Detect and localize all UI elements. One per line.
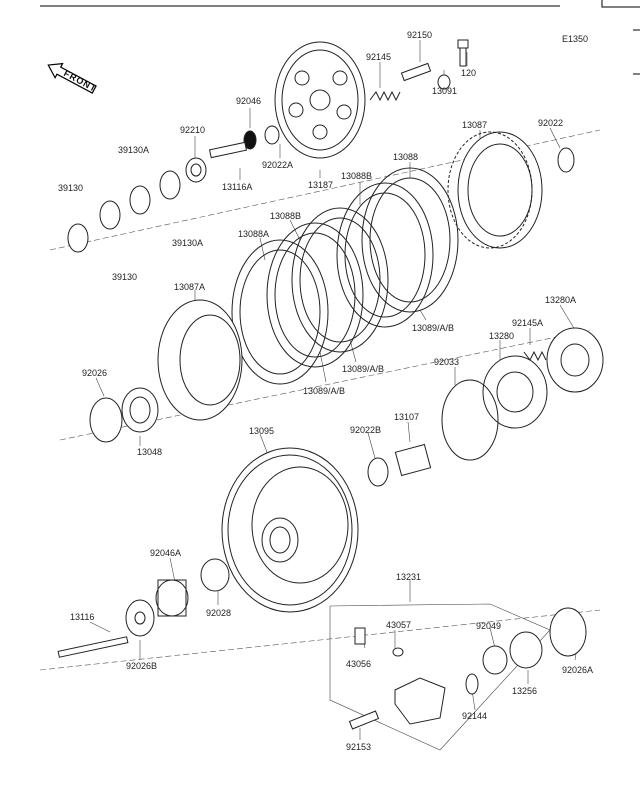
part-label-43057: 43057 bbox=[386, 620, 412, 630]
part-label-92145A: 92145A bbox=[512, 318, 544, 328]
part-label-92026B: 92026B bbox=[126, 661, 158, 671]
part-label-92153: 92153 bbox=[346, 742, 372, 752]
part-label-13088: 13088 bbox=[393, 152, 419, 162]
part-label-13088A: 13088A bbox=[238, 229, 270, 239]
part-label-13280A: 13280A bbox=[545, 295, 577, 305]
bearing-13048 bbox=[121, 387, 159, 433]
circlip-92033 bbox=[441, 379, 499, 461]
sleeve-92028 bbox=[200, 558, 230, 592]
part-label-13089AB-right: 13089/A/B bbox=[412, 323, 455, 333]
bolt-120 bbox=[457, 39, 469, 67]
leader-lines bbox=[89, 40, 581, 751]
part-label-92145: 92145 bbox=[366, 52, 392, 62]
part-label-13091: 13091 bbox=[432, 86, 458, 96]
bolt-92150 bbox=[400, 62, 432, 82]
plate-13280 bbox=[482, 355, 548, 429]
part-label-92026: 92026 bbox=[82, 368, 108, 378]
part-label-13089AB-mid: 13089/A/B bbox=[342, 364, 385, 374]
part-label-92046A: 92046A bbox=[150, 548, 182, 558]
part-label-92144: 92144 bbox=[462, 711, 488, 721]
part-label-39130-top: 39130 bbox=[58, 183, 84, 193]
part-label-13087: 13087 bbox=[462, 120, 488, 130]
part-label-92022: 92022 bbox=[538, 118, 564, 128]
part-label-92022B: 92022B bbox=[350, 425, 382, 435]
part-label-13089AB-left: 13089/A/B bbox=[303, 386, 346, 396]
part-label-120: 120 bbox=[461, 68, 477, 78]
shaft-13116 bbox=[57, 636, 129, 658]
needle-bearing-92046A bbox=[155, 579, 189, 617]
diagram-code: E1350 bbox=[562, 34, 589, 44]
part-label-13187: 13187 bbox=[308, 180, 334, 190]
part-label-92033: 92033 bbox=[434, 357, 460, 367]
pressure-plate-13187 bbox=[274, 41, 366, 159]
part-label-92028: 92028 bbox=[206, 608, 232, 618]
plate-13280A bbox=[546, 327, 604, 393]
part-label-13087A: 13087A bbox=[174, 282, 206, 292]
part-label-39130-bottom: 39130 bbox=[112, 272, 138, 282]
spring-plates-39130 bbox=[67, 170, 181, 253]
washer-92026B bbox=[125, 599, 155, 637]
part-label-13256: 13256 bbox=[512, 686, 538, 696]
part-label-92210: 92210 bbox=[180, 125, 206, 135]
frame-lines bbox=[40, 0, 640, 75]
rod-assembly bbox=[185, 125, 280, 183]
part-label-13088B-top: 13088B bbox=[341, 171, 373, 181]
part-label-39130A-bottom: 39130A bbox=[172, 238, 204, 248]
needle-bearing-13107 bbox=[394, 443, 432, 477]
part-label-92026A: 92026A bbox=[562, 665, 594, 675]
part-label-13116A: 13116A bbox=[222, 182, 253, 192]
part-label-92046: 92046 bbox=[236, 96, 262, 106]
part-label-43056: 43056 bbox=[346, 659, 372, 669]
gear-13095 bbox=[221, 447, 359, 613]
front-arrow-icon bbox=[47, 62, 97, 94]
release-assembly-13231 bbox=[348, 607, 587, 730]
spring-92145 bbox=[369, 90, 401, 102]
part-label-92022A: 92022A bbox=[262, 160, 294, 170]
washer-92022B bbox=[367, 457, 389, 487]
part-label-92150: 92150 bbox=[407, 30, 433, 40]
part-label-39130A-top: 39130A bbox=[118, 145, 150, 155]
friction-plates bbox=[231, 167, 459, 385]
washer-92026 bbox=[89, 397, 123, 443]
part-label-92049: 92049 bbox=[476, 621, 502, 631]
part-label-13107: 13107 bbox=[394, 412, 420, 422]
clutch-hub-13087 bbox=[447, 131, 543, 249]
bearing-92022 bbox=[557, 147, 575, 173]
part-label-13088B: 13088B bbox=[270, 211, 302, 221]
part-label-13095: 13095 bbox=[249, 426, 275, 436]
part-label-13048: 13048 bbox=[137, 447, 163, 457]
part-label-13280: 13280 bbox=[489, 331, 515, 341]
clutch-hub-13087A bbox=[157, 299, 243, 421]
spring-92145A bbox=[523, 350, 547, 362]
washer-13091 bbox=[437, 74, 451, 90]
part-label-13116: 13116 bbox=[70, 612, 95, 622]
part-label-13231: 13231 bbox=[396, 572, 422, 582]
